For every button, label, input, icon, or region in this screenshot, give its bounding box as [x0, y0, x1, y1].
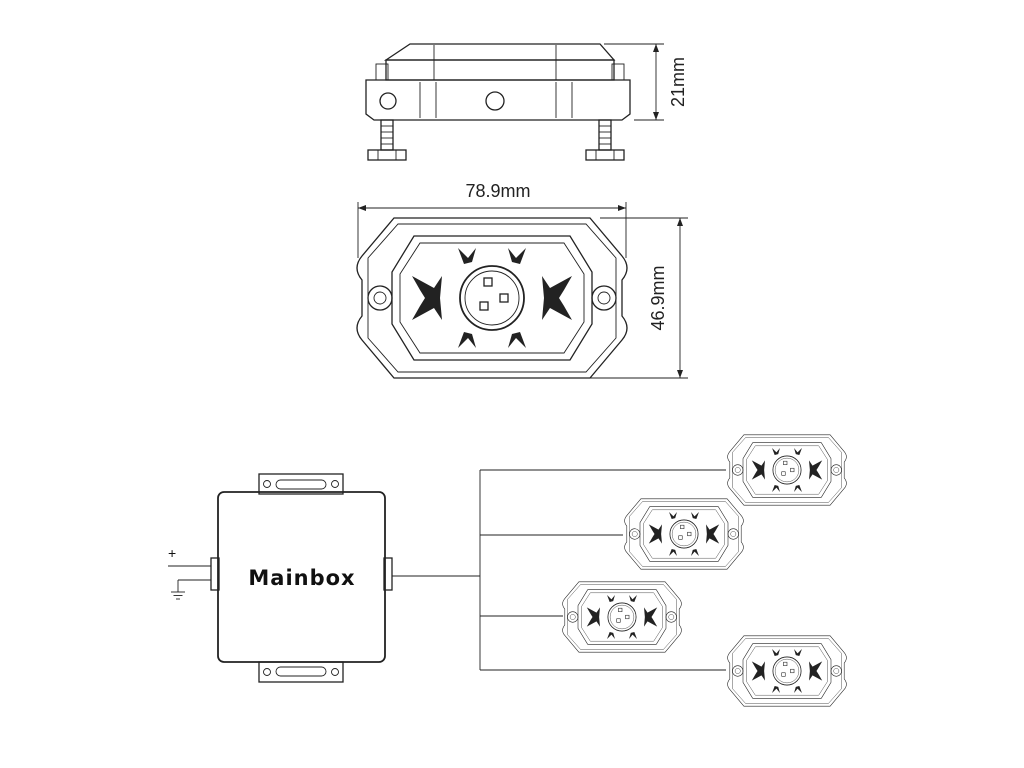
side-view-cap — [383, 43, 616, 61]
led-pod-icon — [727, 434, 847, 506]
mainbox — [217, 491, 386, 663]
side-view-upper-body — [385, 59, 615, 81]
mainbox-output-port — [383, 557, 393, 591]
power-input: + — [168, 545, 211, 600]
mainbox-label: Mainbox — [248, 566, 355, 590]
top-view-pod — [356, 217, 628, 379]
led-pod-icon — [727, 635, 847, 707]
height-dimension: 21mm — [604, 43, 688, 121]
width-dimension — [357, 202, 627, 258]
side-view-left-bolt — [367, 119, 407, 161]
positive-terminal-label: + — [168, 545, 176, 561]
height-dimension-label: 21mm — [668, 57, 688, 107]
led-pod-icon — [562, 581, 682, 653]
top-view: 78.9mm 46.9mm — [356, 181, 688, 379]
led-pod-icon — [624, 498, 744, 570]
ground-icon — [171, 591, 185, 600]
side-view-right-bolt — [585, 119, 625, 161]
depth-dimension: 46.9mm — [560, 217, 688, 379]
mainbox-top-tab — [258, 473, 344, 495]
wiring-diagram: Mainbox + — [168, 434, 847, 707]
side-view: 21mm — [365, 43, 688, 161]
depth-dimension-label: 46.9mm — [648, 265, 668, 330]
side-view-base — [365, 79, 631, 121]
mainbox-bottom-tab — [258, 661, 344, 683]
mainbox-input-port — [210, 557, 220, 591]
width-dimension-label: 78.9mm — [465, 181, 530, 201]
output-wiring — [392, 469, 726, 671]
